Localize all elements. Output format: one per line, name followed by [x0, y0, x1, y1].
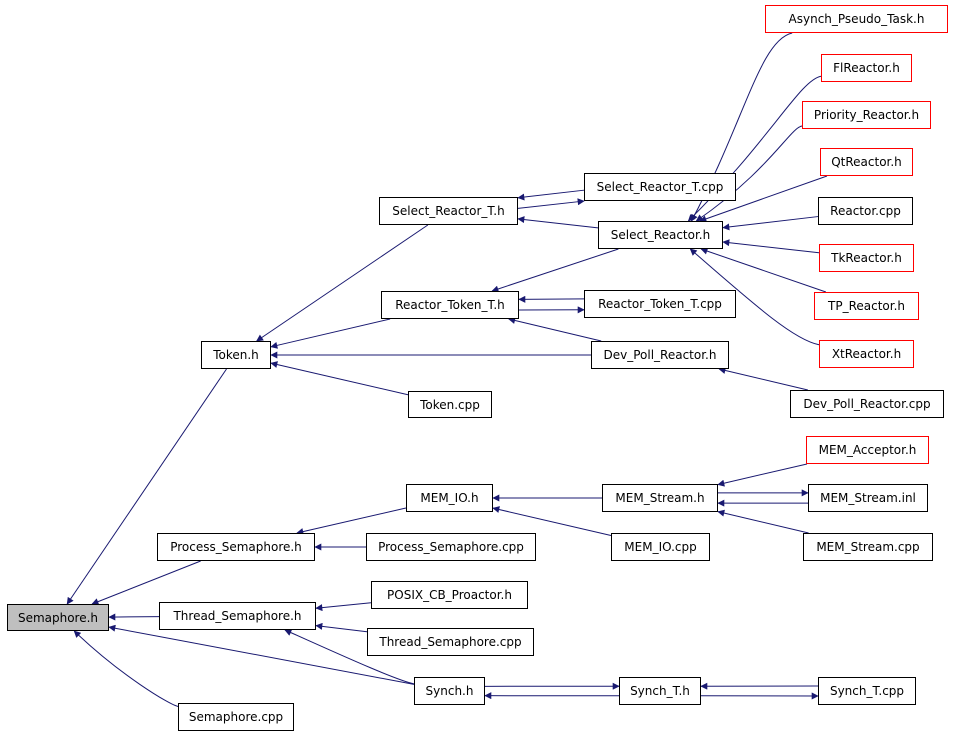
node-label: Select_Reactor_T.h [392, 204, 505, 218]
edge-select-reactor-t-h-to-token-h [256, 224, 429, 342]
edge-select-reactor-h-to-reactor-token-t-h [491, 248, 619, 293]
edge-tp-reactor-h-to-select-reactor-h [700, 247, 827, 293]
edge-mem-acceptor-h-to-mem-stream-h [717, 463, 808, 487]
node-tkreactor-h[interactable]: TkReactor.h [819, 244, 914, 272]
edge-token-cpp-to-token-h [270, 361, 409, 396]
node-label: Dev_Poll_Reactor.h [603, 348, 717, 362]
node-label: MEM_Stream.h [615, 491, 705, 505]
node-qtreactor-h[interactable]: QtReactor.h [820, 148, 913, 176]
node-thread-semaphore-h[interactable]: Thread_Semaphore.h [159, 602, 316, 630]
node-dev-poll-reactor-h[interactable]: Dev_Poll_Reactor.h [591, 341, 729, 369]
node-dev-poll-reactor-cpp[interactable]: Dev_Poll_Reactor.cpp [790, 390, 944, 418]
node-token-h[interactable]: Token.h [201, 341, 271, 369]
edge-mem-io-h-to-process-semaphore-h [296, 507, 407, 536]
node-label: Process_Semaphore.cpp [378, 540, 524, 554]
edge-select-reactor-h-to-select-reactor-t-h [517, 216, 599, 229]
node-select-reactor-t-cpp[interactable]: Select_Reactor_T.cpp [584, 173, 736, 201]
node-priority-reactor-h[interactable]: Priority_Reactor.h [802, 101, 931, 129]
node-tp-reactor-h[interactable]: TP_Reactor.h [814, 292, 919, 320]
node-label: Synch.h [425, 684, 474, 698]
edge-synch-h-to-semaphore-h [108, 624, 415, 685]
edge-priority-reactor-h-to-select-reactor-h [695, 125, 803, 222]
node-label: Semaphore.h [17, 610, 99, 625]
node-label: Token.h [213, 348, 259, 362]
node-synch-h[interactable]: Synch.h [414, 677, 485, 705]
edge-dev-poll-reactor-cpp-to-dev-poll-reactor-h [718, 367, 808, 391]
node-label: Thread_Semaphore.h [173, 609, 302, 623]
edge-qtreactor-h-to-select-reactor-h [699, 175, 828, 223]
edge-process-semaphore-h-to-semaphore-h [91, 560, 201, 605]
node-label: MEM_Acceptor.h [818, 443, 917, 457]
edge-token-h-to-semaphore-h [66, 368, 227, 605]
edge-thread-semaphore-cpp-to-thread-semaphore-h [315, 622, 368, 633]
node-label: XtReactor.h [831, 347, 902, 361]
node-semaphore-h[interactable]: Semaphore.h [7, 604, 109, 631]
node-label: Select_Reactor_T.cpp [596, 180, 724, 194]
node-label: MEM_Stream.inl [820, 491, 916, 505]
node-select-reactor-t-h[interactable]: Select_Reactor_T.h [379, 197, 518, 225]
node-flreactor-h[interactable]: FlReactor.h [821, 54, 912, 82]
node-label: Reactor_Token_T.cpp [598, 297, 722, 311]
node-label: Asynch_Pseudo_Task.h [788, 12, 925, 26]
node-posix-cb-proactor-h[interactable]: POSIX_CB_Proactor.h [371, 581, 528, 609]
node-label: Dev_Poll_Reactor.cpp [803, 397, 931, 411]
node-label: FlReactor.h [833, 61, 900, 75]
node-label: Thread_Semaphore.cpp [379, 635, 522, 649]
edge-synch-h-to-thread-semaphore-h [284, 629, 415, 685]
node-label: POSIX_CB_Proactor.h [387, 588, 512, 602]
node-xtreactor-h[interactable]: XtReactor.h [819, 340, 914, 368]
node-label: TkReactor.h [831, 251, 902, 265]
node-synch-t-cpp[interactable]: Synch_T.cpp [818, 677, 916, 705]
node-label: MEM_IO.h [420, 491, 479, 505]
node-select-reactor-h[interactable]: Select_Reactor.h [598, 221, 723, 249]
node-mem-stream-cpp[interactable]: MEM_Stream.cpp [803, 533, 933, 561]
edge-semaphore-cpp-to-semaphore-h [73, 630, 179, 707]
node-label: Reactor_Token_T.h [395, 298, 505, 312]
node-reactor-cpp[interactable]: Reactor.cpp [818, 197, 913, 225]
node-label: Reactor.cpp [830, 204, 901, 218]
node-label: Priority_Reactor.h [813, 108, 920, 122]
edge-tkreactor-h-to-select-reactor-h [722, 239, 820, 254]
node-reactor-token-t-h[interactable]: Reactor_Token_T.h [381, 291, 519, 319]
node-label: Synch_T.cpp [829, 684, 905, 698]
node-mem-acceptor-h[interactable]: MEM_Acceptor.h [806, 436, 929, 464]
edge-select-reactor-t-h-to-select-reactor-t-cpp [517, 198, 585, 209]
node-label: QtReactor.h [831, 155, 902, 169]
edge-reactor-token-t-h-to-token-h [270, 318, 391, 349]
node-process-semaphore-cpp[interactable]: Process_Semaphore.cpp [366, 533, 536, 561]
node-label: MEM_IO.cpp [624, 540, 697, 554]
edge-reactor-cpp-to-select-reactor-h [722, 216, 819, 231]
node-process-semaphore-h[interactable]: Process_Semaphore.h [157, 533, 315, 561]
node-asynch-pseudo-task-h[interactable]: Asynch_Pseudo_Task.h [765, 5, 948, 33]
node-label: Semaphore.cpp [188, 710, 284, 724]
node-label: MEM_Stream.cpp [816, 540, 920, 554]
node-thread-semaphore-cpp[interactable]: Thread_Semaphore.cpp [367, 628, 534, 656]
node-label: Synch_T.h [630, 684, 690, 698]
node-synch-t-h[interactable]: Synch_T.h [619, 677, 701, 705]
node-label: TP_Reactor.h [828, 299, 905, 313]
node-label: Process_Semaphore.h [170, 540, 302, 554]
edge-posix-cb-proactor-h-to-thread-semaphore-h [315, 602, 372, 612]
node-mem-stream-h[interactable]: MEM_Stream.h [602, 484, 718, 512]
node-mem-stream-inl[interactable]: MEM_Stream.inl [808, 484, 928, 512]
edge-xtreactor-h-to-select-reactor-h [689, 248, 820, 346]
node-label: Token.cpp [420, 397, 480, 412]
node-semaphore-cpp[interactable]: Semaphore.cpp [178, 703, 294, 731]
node-mem-io-cpp[interactable]: MEM_IO.cpp [611, 533, 710, 561]
node-token-cpp[interactable]: Token.cpp [408, 391, 492, 418]
edge-mem-stream-cpp-to-mem-stream-h [717, 509, 809, 534]
edge-dev-poll-reactor-h-to-reactor-token-t-h [508, 317, 602, 342]
edge-mem-io-cpp-to-mem-io-h [492, 506, 612, 536]
node-reactor-token-t-cpp[interactable]: Reactor_Token_T.cpp [584, 290, 736, 318]
node-label: Select_Reactor.h [610, 228, 711, 242]
node-mem-io-h[interactable]: MEM_IO.h [406, 484, 493, 512]
edge-select-reactor-t-cpp-to-select-reactor-t-h [517, 189, 585, 201]
